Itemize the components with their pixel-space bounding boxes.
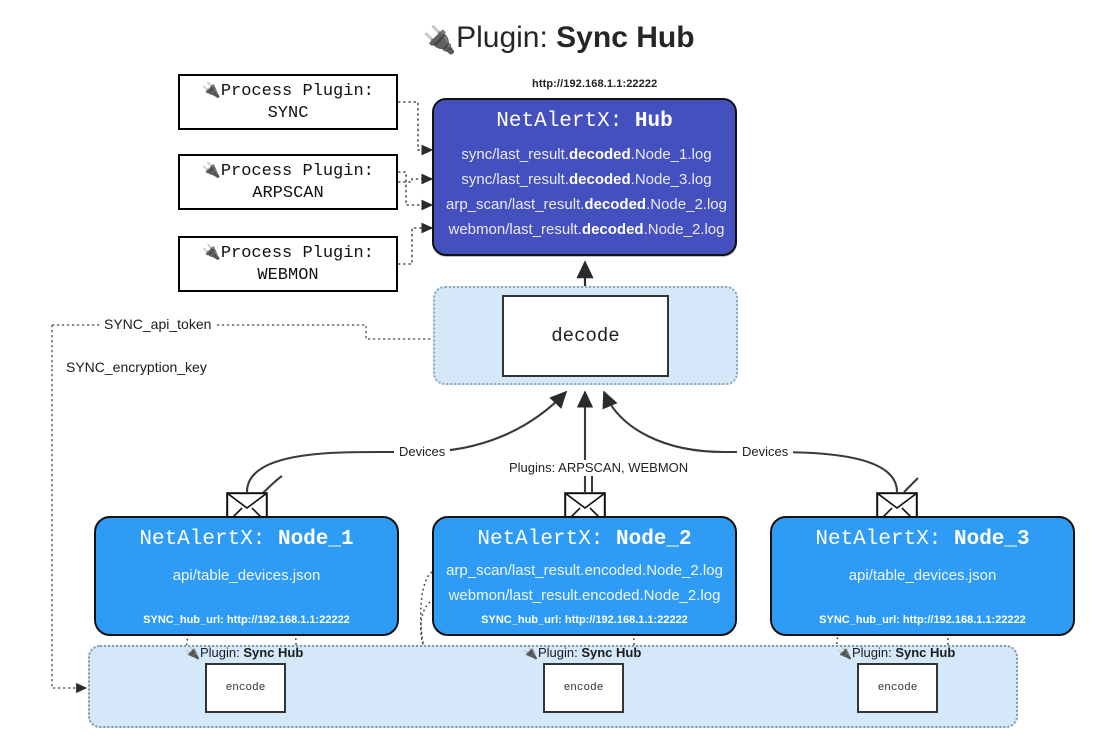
edge-label-devices-right: Devices bbox=[737, 444, 794, 460]
encode-plugin-prefix: Plugin: bbox=[199, 645, 244, 660]
node-2[interactable]: NetAlertX: Node_2 arp_scan/last_result.e… bbox=[432, 516, 737, 636]
node-resource-line: api/table_devices.json bbox=[172, 567, 321, 584]
node-title: NetAlertX: Node_3 bbox=[772, 528, 1073, 551]
sync-encryption-key-label: SYNC_encryption_key bbox=[62, 359, 211, 375]
process-plugin-label: Process Plugin: bbox=[220, 162, 374, 181]
sync-api-token-label: SYNC_api_token bbox=[100, 316, 216, 332]
node-title: NetAlertX: Node_1 bbox=[96, 528, 397, 551]
encode-plugin-prefix: Plugin: bbox=[851, 645, 896, 660]
hub-log-post: .Node_2.log bbox=[646, 196, 727, 213]
hub-log-em: decoded bbox=[584, 196, 647, 213]
plug-icon: 🔌 bbox=[523, 646, 538, 660]
hub-title-name: Hub bbox=[634, 110, 673, 133]
process-plugin-webmon[interactable]: 🔌Process Plugin: WEBMON bbox=[178, 236, 398, 292]
hub-log-pre: sync/last_result. bbox=[461, 171, 569, 188]
process-plugin-sync[interactable]: 🔌Process Plugin: SYNC bbox=[178, 74, 398, 130]
plug-icon: 🔌 bbox=[185, 646, 200, 660]
hub-url-label: http://192.168.1.1:22222 bbox=[532, 78, 658, 90]
encode-plugin-name: Sync Hub bbox=[243, 645, 304, 660]
encode-plugin-prefix: Plugin: bbox=[537, 645, 582, 660]
node-title-prefix: NetAlertX: bbox=[815, 528, 954, 551]
plug-icon: 🔌 bbox=[202, 161, 221, 179]
page-title-prefix: Plugin: bbox=[456, 21, 557, 54]
hub-log-em: decoded bbox=[581, 221, 644, 238]
node-1[interactable]: NetAlertX: Node_1 api/table_devices.json… bbox=[94, 516, 399, 636]
encode-plugin-label-3: 🔌Plugin: Sync Hub bbox=[837, 645, 955, 661]
hub-log-pre: arp_scan/last_result. bbox=[446, 196, 585, 213]
node-title: NetAlertX: Node_2 bbox=[434, 528, 735, 551]
node-resource-line: arp_scan/last_result.encoded.Node_2.log bbox=[446, 562, 723, 579]
node-title-prefix: NetAlertX: bbox=[477, 528, 616, 551]
node-title-name: Node_1 bbox=[278, 528, 354, 551]
hub-log-line: sync/last_result.decoded.Node_3.log bbox=[442, 171, 731, 188]
node-title-name: Node_2 bbox=[616, 528, 692, 551]
hub-title: NetAlertX: Hub bbox=[434, 110, 735, 133]
plug-icon: 🔌 bbox=[422, 25, 457, 55]
process-plugin-label: Process Plugin: bbox=[220, 244, 374, 263]
node-3[interactable]: NetAlertX: Node_3 api/table_devices.json… bbox=[770, 516, 1075, 636]
hub-log-em: decoded bbox=[568, 171, 631, 188]
encode-plugin-label-1: 🔌Plugin: Sync Hub bbox=[185, 645, 303, 661]
process-plugin-arpscan[interactable]: 🔌Process Plugin: ARPSCAN bbox=[178, 154, 398, 210]
encode-box-2[interactable]: encode bbox=[543, 663, 624, 713]
node-hub-url: SYNC_hub_url: http://192.168.1.1:22222 bbox=[481, 614, 688, 626]
process-plugin-name: WEBMON bbox=[257, 266, 319, 285]
node-title-name: Node_3 bbox=[954, 528, 1030, 551]
node-resource-line: webmon/last_result.encoded.Node_2.log bbox=[448, 587, 721, 604]
hub-log-pre: sync/last_result. bbox=[461, 146, 569, 163]
hub-log-line: sync/last_result.decoded.Node_1.log bbox=[442, 146, 731, 163]
hub-log-post: .Node_3.log bbox=[630, 171, 712, 188]
node-title-prefix: NetAlertX: bbox=[139, 528, 278, 551]
encode-plugin-label-2: 🔌Plugin: Sync Hub bbox=[523, 645, 641, 661]
hub-log-pre: webmon/last_result. bbox=[448, 221, 582, 238]
plug-icon: 🔌 bbox=[202, 81, 221, 99]
process-plugin-name: ARPSCAN bbox=[252, 184, 324, 203]
hub-log-line: arp_scan/last_result.decoded.Node_2.log bbox=[442, 196, 731, 213]
hub-log-line: webmon/last_result.decoded.Node_2.log bbox=[442, 221, 731, 238]
edge-label-devices-left: Devices bbox=[394, 444, 451, 460]
hub-title-prefix: NetAlertX: bbox=[496, 110, 635, 133]
encode-box-1[interactable]: encode bbox=[205, 663, 286, 713]
process-plugin-name: SYNC bbox=[267, 104, 309, 123]
page-title-name: Sync Hub bbox=[556, 21, 695, 54]
hub-log-post: .Node_2.log bbox=[643, 221, 725, 238]
encode-plugin-name: Sync Hub bbox=[895, 645, 956, 660]
hub-log-em: decoded bbox=[568, 146, 631, 163]
node-resource-line: api/table_devices.json bbox=[848, 567, 997, 584]
edge-label-plugins-middle: Plugins: ARPSCAN, WEBMON bbox=[504, 460, 694, 476]
hub-node[interactable]: NetAlertX: Hub sync/last_result.decoded.… bbox=[432, 98, 737, 256]
hub-log-post: .Node_1.log bbox=[630, 146, 712, 163]
node-hub-url: SYNC_hub_url: http://192.168.1.1:22222 bbox=[819, 614, 1026, 626]
process-plugin-label: Process Plugin: bbox=[220, 82, 374, 101]
plug-icon: 🔌 bbox=[837, 646, 852, 660]
plug-icon: 🔌 bbox=[202, 243, 221, 261]
node-hub-url: SYNC_hub_url: http://192.168.1.1:22222 bbox=[143, 614, 350, 626]
encode-box-3[interactable]: encode bbox=[857, 663, 938, 713]
encode-plugin-name: Sync Hub bbox=[581, 645, 642, 660]
decode-box[interactable]: decode bbox=[502, 295, 669, 377]
page-title: 🔌Plugin: Sync Hub bbox=[0, 16, 1117, 62]
